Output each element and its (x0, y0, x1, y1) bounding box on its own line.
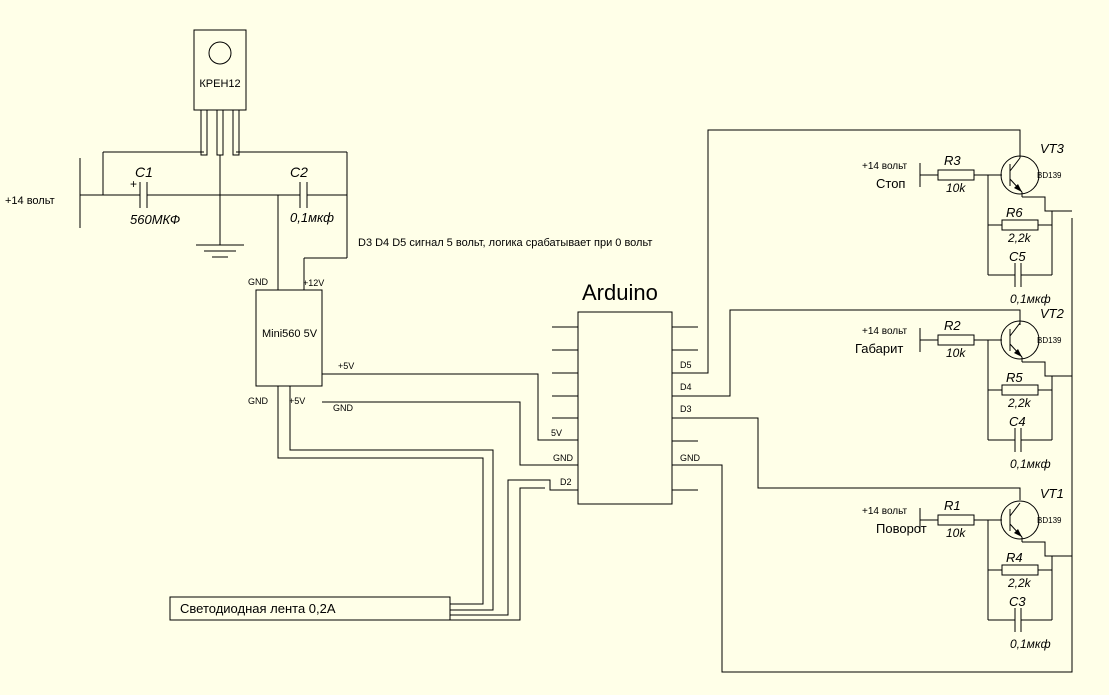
regulator: КРЕН12 (193, 29, 247, 156)
capacitor-value: 0,1мкф (1010, 637, 1051, 651)
input-network: +14 вольт + C1 560МКФ C2 0,1мкф (5, 151, 348, 290)
regulator-mount-hole (208, 41, 232, 65)
arduino-pin-d5: D5 (680, 360, 692, 370)
parallel-resistor-value: 2,2k (1007, 396, 1032, 410)
channel-name-label: Поворот (876, 521, 927, 536)
parallel-resistor (1001, 384, 1039, 396)
led-strip: Светодиодная лента 0,2А (169, 596, 451, 621)
mini560-pin-gnd-bottom: GND (248, 396, 269, 406)
npn-transistor (1000, 320, 1040, 360)
npn-transistor (1000, 500, 1040, 540)
emitter-arrow (1014, 349, 1022, 357)
arduino-pin-d2: D2 (560, 477, 572, 487)
mini560-pin-gnd-out: GND (333, 403, 354, 413)
base-resistor (937, 334, 975, 346)
emitter-arrow (1014, 529, 1022, 537)
capacitor-value: 0,1мкф (1010, 457, 1051, 471)
parallel-resistor-ref: R5 (1006, 370, 1023, 385)
npn-transistor (1000, 155, 1040, 195)
transistor-model: BD139 (1037, 171, 1062, 180)
channel-name-label: Стоп (876, 176, 905, 191)
emitter-arrow (1014, 184, 1022, 192)
arduino-pin-gnd-left: GND (553, 453, 574, 463)
c2-value: 0,1мкф (290, 210, 334, 225)
channel-supply-label: +14 вольт (862, 326, 908, 337)
capacitor-ref: C4 (1009, 414, 1026, 429)
module-wiring (277, 373, 578, 621)
parallel-resistor-ref: R4 (1006, 550, 1023, 565)
channel-name-label: Габарит (855, 341, 903, 356)
base-resistor-ref: R2 (944, 318, 961, 333)
regulator-pin-out (232, 109, 240, 156)
arduino-body (577, 311, 673, 505)
base-resistor-value: 10k (946, 181, 966, 195)
mini560-pin-5v-out: +5V (338, 361, 354, 371)
c1-ref: C1 (135, 164, 153, 180)
arduino-title: Arduino (582, 280, 658, 305)
transistor-ref: VT2 (1040, 306, 1065, 321)
regulator-label: КРЕН12 (199, 78, 240, 90)
transistor-model: BD139 (1037, 516, 1062, 525)
c1-polarity: + (130, 177, 137, 191)
regulator-pin-in (200, 109, 208, 156)
arduino-pin-gnd-right: GND (680, 453, 701, 463)
led-strip-body (169, 596, 451, 621)
capacitor-ref: C3 (1009, 594, 1026, 609)
channel-supply-label: +14 вольт (862, 161, 908, 172)
channel-supply-label: +14 вольт (862, 506, 908, 517)
mini560-pin-12v: +12V (303, 278, 324, 288)
arduino-pin-d4: D4 (680, 382, 692, 392)
supply-label: +14 вольт (5, 195, 55, 207)
c1-value: 560МКФ (130, 212, 180, 227)
base-resistor-ref: R1 (944, 498, 961, 513)
transistor-model: BD139 (1037, 336, 1062, 345)
base-resistor-ref: R3 (944, 153, 961, 168)
parallel-resistor-value: 2,2k (1007, 576, 1032, 590)
base-resistor (937, 514, 975, 526)
transistor-channels: +14 вольтСтопR310kVT3BD139R62,2kC50,1мкф… (855, 141, 1072, 651)
mini560-pin-gnd-in: GND (248, 277, 269, 287)
arduino-pin-5v: 5V (551, 428, 562, 438)
capacitor-value: 0,1мкф (1010, 292, 1051, 306)
mini560-module: Mini560 5V GND +12V +5V GND GND +5V (248, 277, 354, 413)
parallel-resistor-value: 2,2k (1007, 231, 1032, 245)
logic-note: D3 D4 D5 сигнал 5 вольт, логика срабатыв… (358, 237, 652, 249)
regulator-pin-gnd (216, 109, 224, 156)
arduino-board: Arduino 5V GND D2 D5 D4 D3 GND (551, 280, 701, 505)
base-resistor-value: 10k (946, 526, 966, 540)
capacitor-ref: C5 (1009, 249, 1026, 264)
transistor-ref: VT1 (1040, 486, 1064, 501)
base-resistor-value: 10k (946, 346, 966, 360)
mini560-body (255, 289, 323, 387)
base-resistor (937, 169, 975, 181)
transistor-ref: VT3 (1040, 141, 1065, 156)
parallel-resistor (1001, 564, 1039, 576)
arduino-pin-d3: D3 (680, 404, 692, 414)
led-strip-label: Светодиодная лента 0,2А (180, 601, 336, 616)
mini560-label: Mini560 5V (262, 328, 318, 340)
c2-ref: C2 (290, 164, 308, 180)
parallel-resistor-ref: R6 (1006, 205, 1023, 220)
mini560-pin-5v-bottom: +5V (289, 396, 305, 406)
signal-wiring (672, 129, 1073, 673)
parallel-resistor (1001, 219, 1039, 231)
